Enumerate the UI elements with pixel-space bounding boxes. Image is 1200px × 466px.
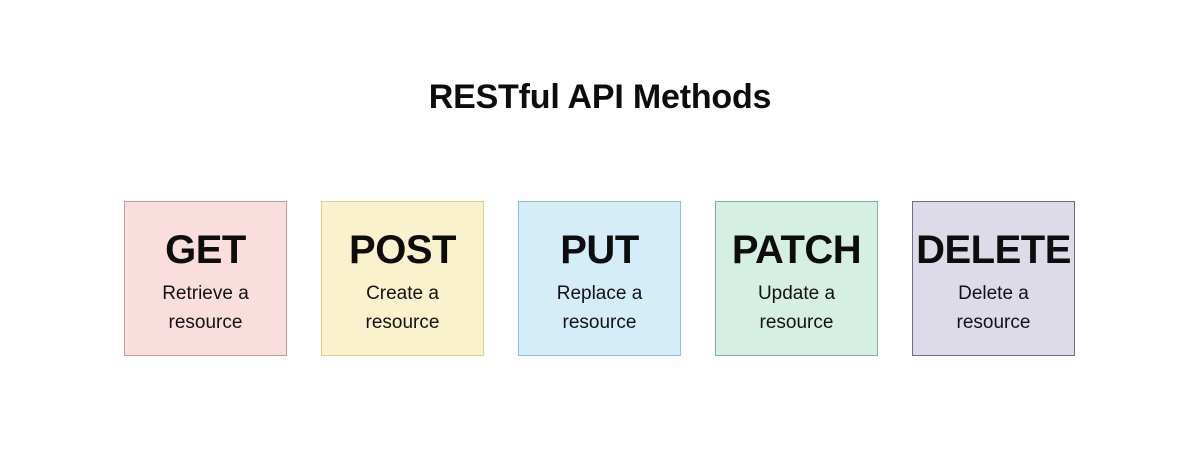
method-name: POST xyxy=(349,228,456,272)
method-cards-row: GET Retrieve a resource POST Create a re… xyxy=(124,201,1075,356)
method-name: GET xyxy=(165,228,246,272)
method-card-patch: PATCH Update a resource xyxy=(715,201,878,356)
method-card-get: GET Retrieve a resource xyxy=(124,201,287,356)
method-description: Replace a resource xyxy=(556,283,643,333)
page-title: RESTful API Methods xyxy=(428,78,772,116)
method-description: Update a resource xyxy=(757,283,836,333)
method-name: PUT xyxy=(560,228,639,272)
method-description: Create a resource xyxy=(365,283,440,333)
method-name: PATCH xyxy=(731,228,862,272)
method-card-post: POST Create a resource xyxy=(321,201,484,356)
method-description: Retrieve a resource xyxy=(162,283,249,333)
method-description: Delete a resource xyxy=(956,283,1031,333)
method-name: DELETE xyxy=(916,228,1071,272)
method-card-put: PUT Replace a resource xyxy=(518,201,681,356)
method-card-delete: DELETE Delete a resource xyxy=(912,201,1075,356)
